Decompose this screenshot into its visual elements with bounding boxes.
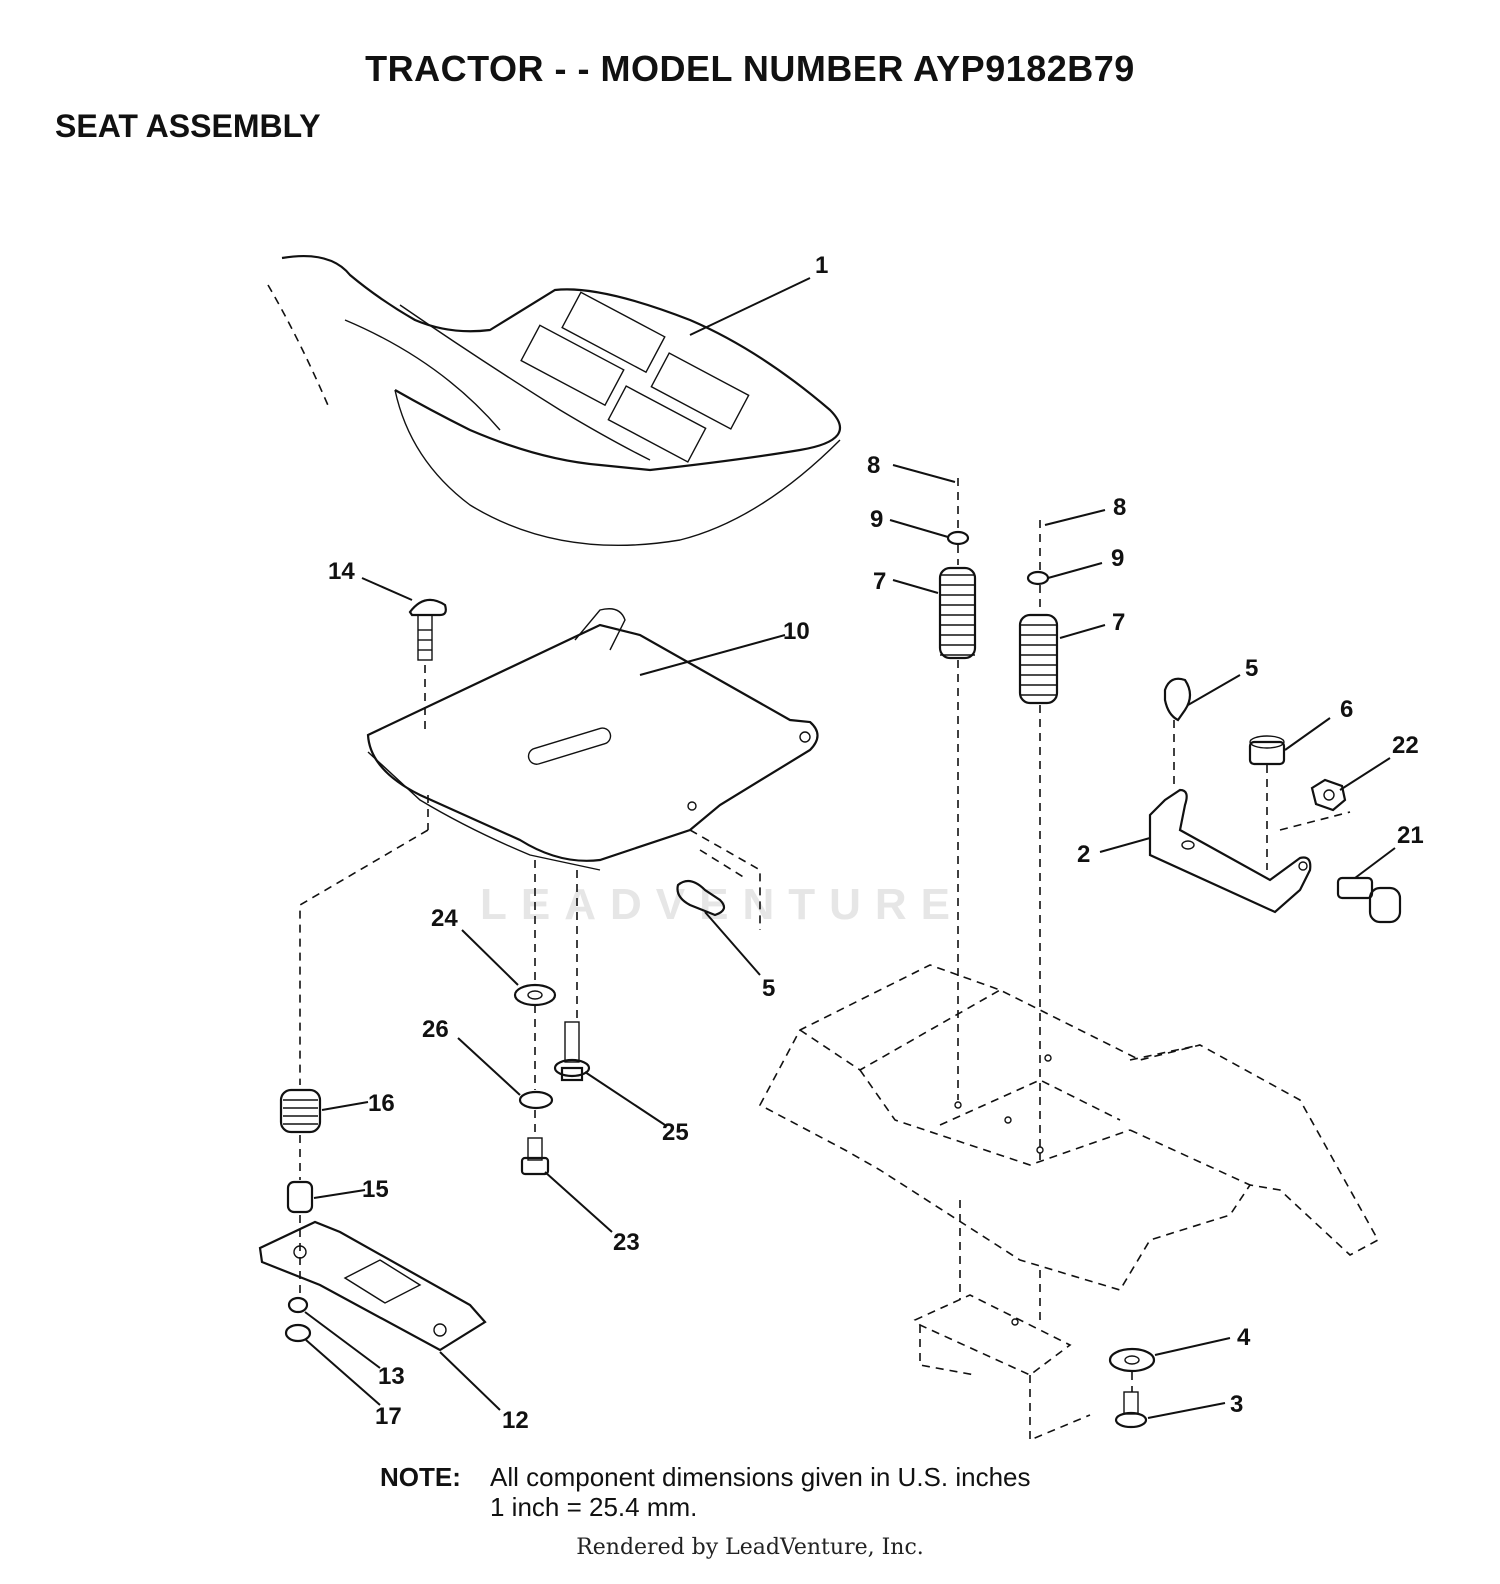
callout-12: 12 [502,1407,529,1434]
callout-13: 13 [378,1363,405,1390]
callout-10: 10 [783,618,810,645]
lock-nut-part [284,1323,312,1343]
lock-nut-part [1310,778,1347,812]
nut-part [287,1296,309,1314]
callout-8a: 8 [867,452,880,479]
callout-9b: 9 [1111,545,1124,572]
callout-5a: 5 [1245,655,1258,682]
callout-4: 4 [1237,1324,1251,1351]
washer-part [513,983,557,1007]
note-line-2: 1 inch = 25.4 mm. [490,1492,698,1522]
callout-23: 23 [613,1229,640,1256]
page-title: TRACTOR - - MODEL NUMBER AYP9182B79 [365,48,1135,89]
section-title: SEAT ASSEMBLY [55,108,321,144]
callout-25: 25 [662,1119,689,1146]
callout-1: 1 [815,252,828,279]
note-label: NOTE: [380,1462,461,1492]
callout-5b: 5 [762,975,775,1002]
callout-2: 2 [1077,841,1090,868]
callout-26: 26 [422,1016,449,1043]
callout-14: 14 [328,558,355,585]
lock-washer-part [518,1090,554,1110]
callout-3: 3 [1230,1391,1243,1418]
bumper-spring-part [279,1088,322,1134]
spring-part [938,566,1059,705]
washer-hole [1124,1355,1140,1365]
callout-24: 24 [431,905,458,932]
bracket-part [1148,788,1312,914]
shoulder-bolt-part [1336,876,1402,924]
callout-15: 15 [362,1176,389,1203]
callout-21: 21 [1397,822,1424,849]
spring-clip-part [676,677,1192,917]
spacer-part [286,1180,314,1214]
seat-part [267,254,841,547]
washer-part [1026,570,1050,586]
hex-nut-part [1248,735,1286,766]
callout-8b: 8 [1113,494,1126,521]
callout-leaders [304,277,1396,1419]
washer-part [1108,1347,1156,1373]
bolt-part [1114,1391,1148,1429]
watermark-logo: LEADVENTURE [480,880,965,929]
callout-22: 22 [1392,732,1419,759]
callout-16: 16 [368,1090,395,1117]
hex-bolt-part [520,1137,550,1176]
footer-credit: Rendered by LeadVenture, Inc. [576,1535,924,1560]
tractor-frame-outline [758,964,1380,1442]
adjustment-plate-part [258,1220,487,1352]
callout-6: 6 [1340,696,1353,723]
flange-bolt-part [553,1021,591,1082]
callout-7a: 7 [873,568,886,595]
callout-7b: 7 [1112,609,1125,636]
assembly-centerlines [299,478,1351,1392]
washer-part [946,530,970,546]
callout-9a: 9 [870,506,883,533]
note-line-1: All component dimensions given in U.S. i… [490,1462,1031,1492]
seat-pan-part [366,608,819,871]
washer-hole [527,990,543,1000]
carriage-bolt-part [408,598,447,661]
callout-labels: 1 2 3 4 5 5 6 7 7 8 8 9 9 10 12 13 14 15… [328,252,1424,1434]
callout-17: 17 [375,1403,402,1430]
